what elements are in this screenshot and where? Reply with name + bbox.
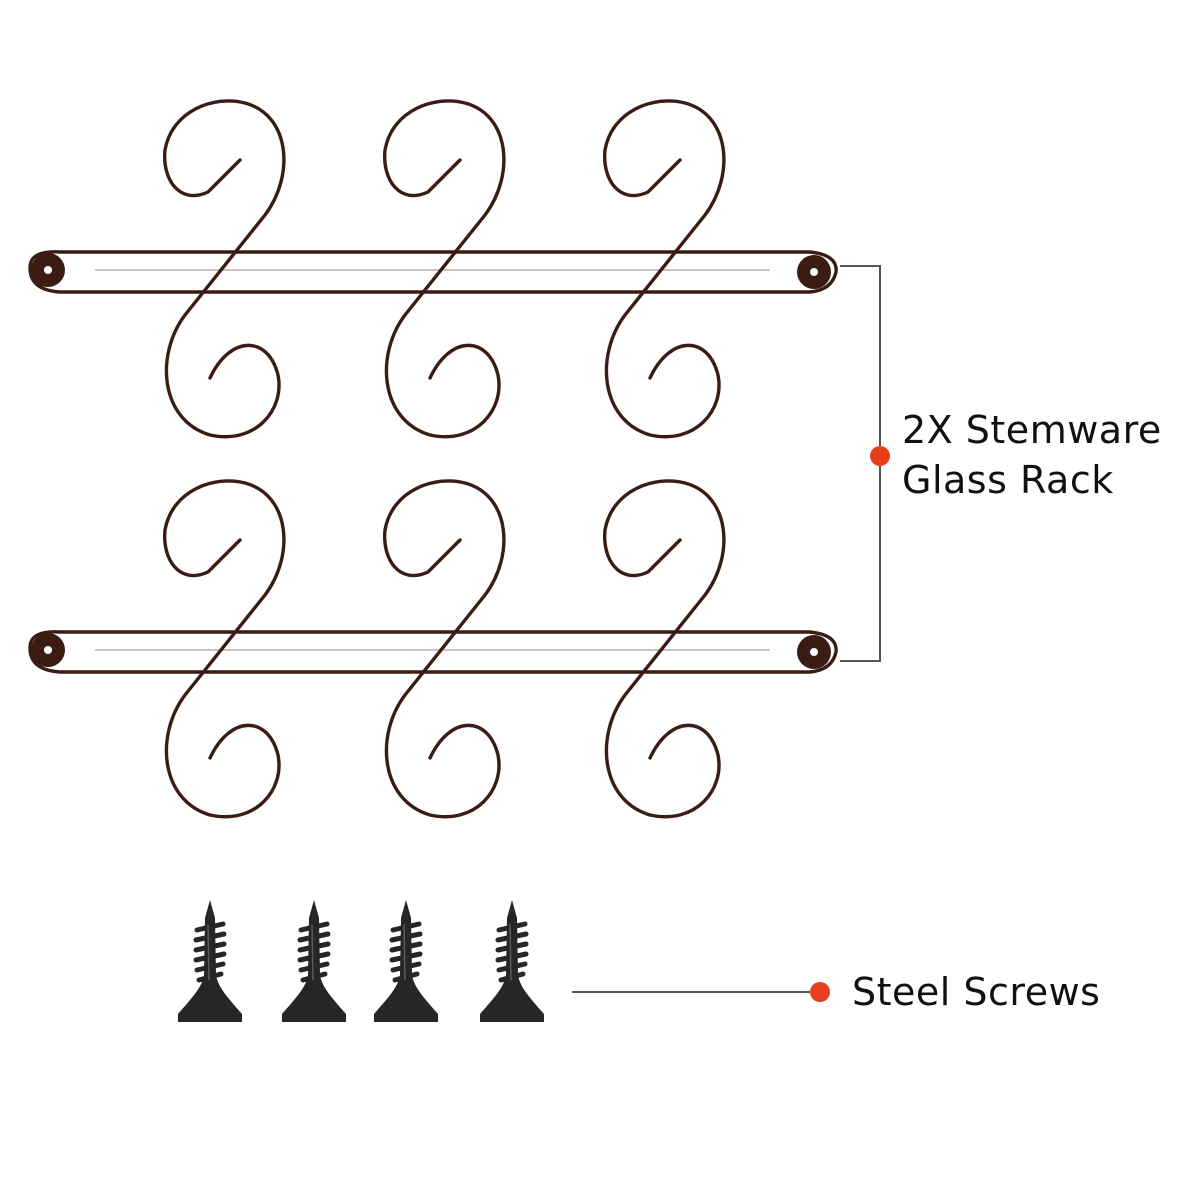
s-hook xyxy=(382,99,506,439)
s-hook xyxy=(602,99,726,439)
mounting-hole-left xyxy=(31,253,65,287)
screws-group xyxy=(178,900,544,1022)
s-hook xyxy=(162,99,286,439)
screws-callout xyxy=(572,982,830,1002)
screw-icon xyxy=(480,900,544,1022)
rack-callout xyxy=(840,265,890,662)
s-hook xyxy=(602,479,726,819)
s-hook xyxy=(382,479,506,819)
stemware-rack-top xyxy=(28,99,838,439)
rack-label-line1: 2X Stemware xyxy=(902,408,1162,452)
rack-bar xyxy=(28,250,838,294)
screw-icon xyxy=(282,900,346,1022)
screws-label: Steel Screws xyxy=(852,970,1101,1014)
screw-icon xyxy=(178,900,242,1022)
mounting-hole-right xyxy=(797,255,831,289)
callout-dot xyxy=(870,446,890,466)
rack-label-line2: Glass Rack xyxy=(902,458,1114,502)
stemware-rack-bottom xyxy=(28,479,838,819)
s-hook xyxy=(162,479,286,819)
mounting-hole-left xyxy=(31,633,65,667)
rack-bar xyxy=(28,630,838,674)
mounting-hole-right xyxy=(797,635,831,669)
rack-label: 2X Stemware Glass Rack xyxy=(902,405,1162,505)
callout-dot xyxy=(810,982,830,1002)
screw-icon xyxy=(374,900,438,1022)
